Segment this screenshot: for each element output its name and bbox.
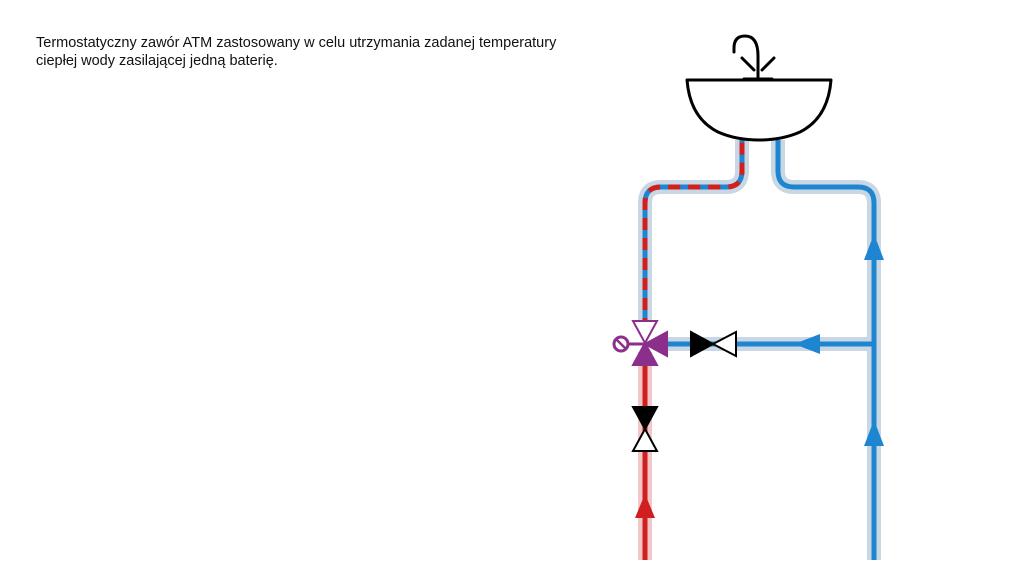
mixed-pipe-dashes <box>642 140 745 330</box>
caption-line-2: ciepłej wody zasilającej jedną baterię. <box>36 53 278 69</box>
pipes <box>642 140 877 560</box>
caption: Termostatyczny zawór ATM zastosowany w c… <box>36 34 596 70</box>
cold-flow-arrow-upper-icon <box>864 234 884 260</box>
thermostatic-valve-icon <box>612 320 668 366</box>
hot-shutoff-valve-icon <box>631 406 659 452</box>
mixed-pipe-halo <box>638 140 749 330</box>
caption-line-1: Termostatyczny zawór ATM zastosowany w c… <box>36 35 557 51</box>
mixed-pipe-base <box>642 140 745 330</box>
cold-flow-arrow-lower-icon <box>864 420 884 446</box>
bypass-shutoff-valve-icon <box>690 330 737 358</box>
hot-flow-arrow-icon <box>635 494 655 518</box>
washbasin-icon <box>685 34 833 142</box>
cold-pipe <box>775 140 877 560</box>
flow-arrows <box>635 234 884 518</box>
faucet-icon <box>732 34 776 81</box>
bypass-flow-arrow-icon <box>794 334 820 354</box>
pipe-halos <box>638 140 881 560</box>
